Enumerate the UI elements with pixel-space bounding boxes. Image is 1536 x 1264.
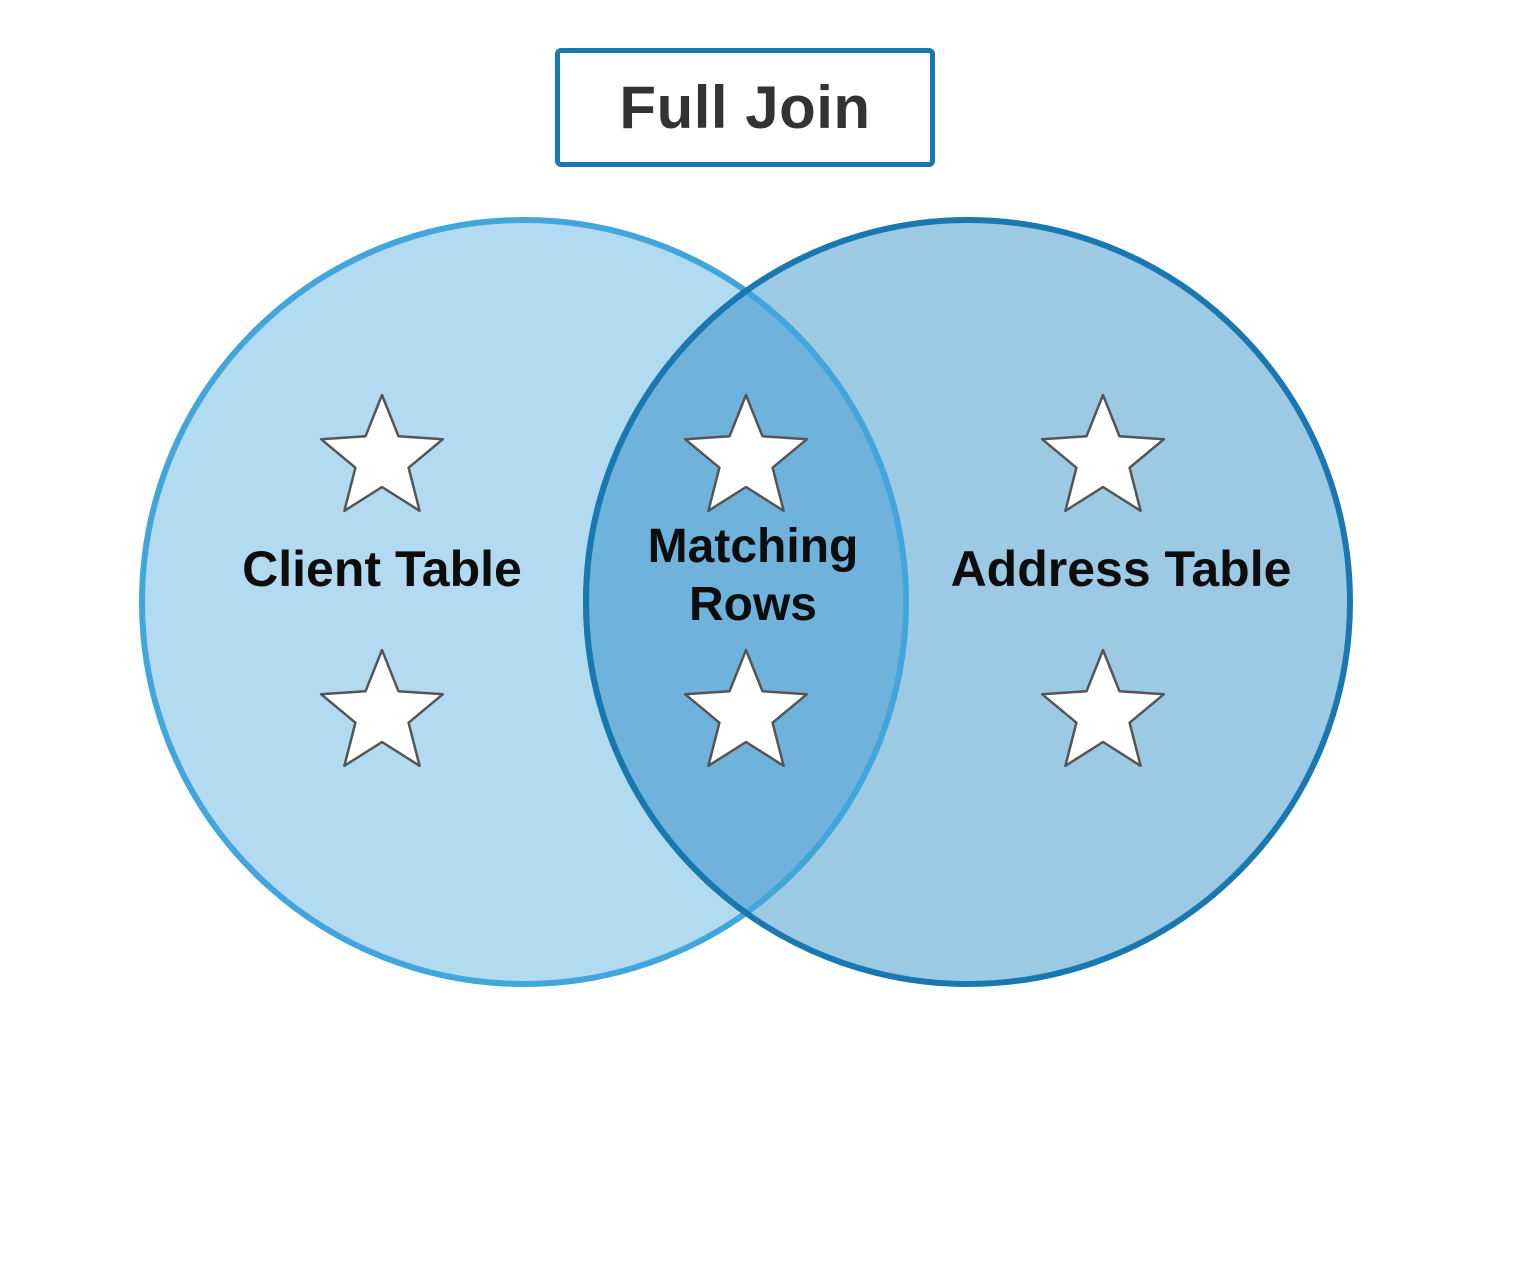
star-icon [319,648,445,768]
address-table-label: Address Table [950,541,1292,597]
intersection-outline [583,220,906,984]
client-table-label: Client Table [242,541,522,597]
diagram-title: Full Join [619,74,871,141]
client-table-outline [139,217,909,987]
star-icon [1040,393,1166,513]
star-icon [1040,648,1166,768]
stars-group [319,393,1166,768]
star-icon [683,393,809,513]
title-box: Full Join [555,48,935,167]
matching-rows-label-line2: Rows [688,578,817,631]
matching-rows-label-line1: Matching [647,520,859,573]
matching-rows-intersection [586,220,906,984]
star-icon [683,648,809,768]
star-icon [319,393,445,513]
matching-rows-label: Matching Rows [640,518,866,634]
